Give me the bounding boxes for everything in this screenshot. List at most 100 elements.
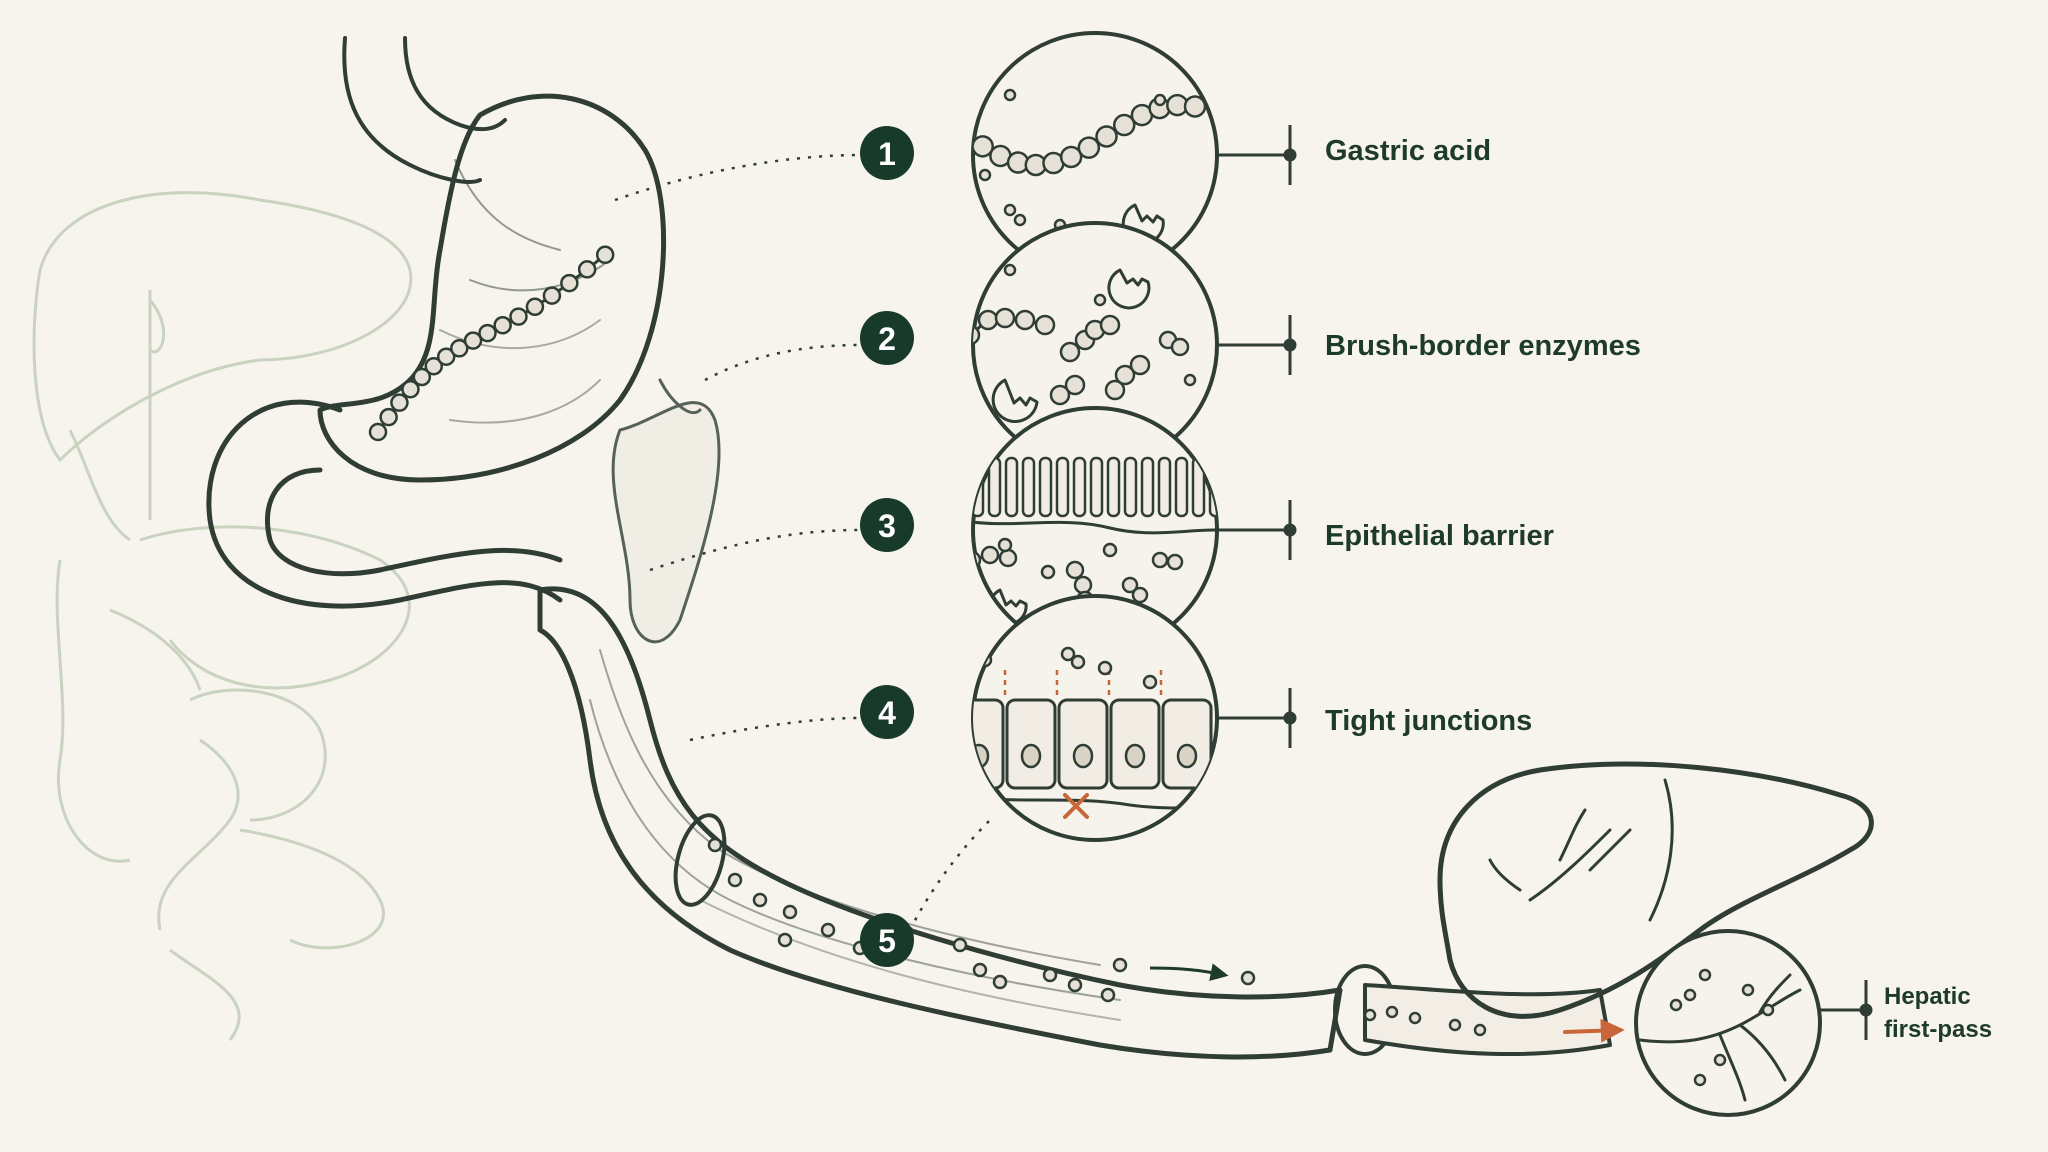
molecule-bead: [1170, 337, 1190, 357]
molecule-bead: [1093, 293, 1107, 307]
esophagus: [342, 36, 507, 184]
molecule-bead: [1059, 341, 1081, 363]
molecule-bead: [379, 407, 398, 427]
label-first-pass: first-pass: [1884, 1016, 1992, 1043]
molecule-bead: [1003, 88, 1017, 102]
molecule-bead: [727, 872, 743, 888]
molecule-bead: [1121, 576, 1139, 594]
zoom-circle-liver: [1634, 929, 1822, 1117]
molecule-bead: [782, 904, 798, 920]
molecule-bead: [525, 297, 545, 317]
molecule-bead: [1151, 551, 1169, 569]
molecule-bead: [1683, 988, 1697, 1002]
microvillus: [1004, 456, 1019, 518]
label-brush-border-enzymes: Brush-border enzymes: [1325, 330, 1641, 362]
molecule-bead: [1448, 1018, 1462, 1032]
molecule-bead: [1142, 674, 1158, 690]
zoom3-microvilli: [973, 456, 1238, 518]
molecule-bead: [577, 260, 597, 279]
lumen-particles: [707, 837, 1256, 1003]
zoom1-peptide-chain: [973, 93, 1207, 177]
molecule-bead: [1099, 314, 1121, 336]
molecule-bead: [978, 168, 992, 182]
svg-text:5: 5: [878, 923, 896, 959]
molecule-bead: [1713, 1053, 1727, 1067]
molecule-bead: [973, 123, 977, 147]
molecule-bead: [973, 135, 994, 158]
microvillus: [1157, 456, 1172, 518]
svg-text:3: 3: [878, 508, 896, 544]
step-labels: Gastric acid Brush-border enzymes Epithe…: [1325, 135, 1992, 1043]
zoom4-epithelial-cells: [973, 646, 1213, 790]
molecule-bead: [1761, 1003, 1775, 1017]
label-hepatic: Hepatic: [1884, 983, 1971, 1010]
molecule-bead: [560, 273, 579, 293]
molecule-bead: [1166, 553, 1184, 571]
microvillus: [1191, 456, 1206, 518]
badge-1: 1: [860, 126, 914, 180]
molecule-bead: [450, 339, 469, 358]
molecule-bead: [1060, 646, 1076, 662]
microvillus: [1106, 456, 1121, 518]
cell-nucleus: [1020, 743, 1042, 769]
badge-4: 4: [860, 685, 914, 739]
molecule-bead: [463, 331, 483, 350]
molecule-bead: [980, 545, 1000, 565]
stomach-peptide-chain: [368, 245, 615, 442]
blocked-x-icon: [1063, 793, 1089, 819]
label-epithelial-barrier: Epithelial barrier: [1325, 520, 1554, 552]
molecule-bead: [1669, 998, 1683, 1012]
molecule-bead: [1153, 93, 1167, 107]
molecule-bead: [1077, 136, 1101, 159]
microvillus: [1140, 456, 1155, 518]
cell-nucleus: [1072, 743, 1094, 769]
molecule-bead: [1102, 542, 1118, 558]
microvillus: [1089, 456, 1104, 518]
molecule-bead: [509, 307, 528, 326]
molecule-bead: [952, 937, 968, 953]
molecule-bead: [973, 324, 981, 346]
background-anatomy: [32, 191, 413, 1041]
pancreas: [611, 378, 721, 644]
molecule-bead: [1114, 364, 1136, 386]
molecule-bead: [1049, 384, 1071, 406]
molecule-bead: [955, 385, 965, 395]
molecule-bead: [1698, 968, 1712, 982]
portal-vein: [1363, 983, 1625, 1057]
molecule-bead: [1183, 95, 1207, 118]
molecule-bead: [1003, 203, 1017, 217]
molecule-bead: [1129, 354, 1151, 376]
molecule-bead: [1131, 586, 1149, 604]
molecule-bead: [1064, 374, 1086, 396]
molecule-bead: [1095, 125, 1118, 148]
badge-2: 2: [860, 311, 914, 365]
zoom-circle-4: [971, 594, 1219, 842]
molecule-bead: [412, 367, 432, 387]
molecule-bead: [390, 393, 409, 412]
molecule-bead: [1065, 560, 1085, 580]
molecule-bead: [1003, 263, 1017, 277]
molecule-bead: [1240, 970, 1256, 986]
molecule-bead: [707, 837, 723, 853]
molecule-bead: [478, 323, 497, 343]
stomach: [317, 93, 667, 483]
vein-particles: [1363, 1005, 1487, 1037]
label-gastric-acid: Gastric acid: [1325, 135, 1491, 167]
zoom2-peptide-fragments: [973, 307, 1190, 406]
molecule-bead: [401, 379, 420, 399]
molecule-bead: [994, 307, 1016, 329]
molecule-bead: [368, 422, 388, 442]
microvillus: [1072, 456, 1087, 518]
microvillus: [1227, 458, 1238, 516]
molecule-bead: [977, 309, 999, 331]
molecule-bead: [992, 974, 1008, 990]
molecule-bead: [1073, 575, 1093, 595]
molecule-bead: [1183, 373, 1197, 387]
molecule-bead: [998, 548, 1018, 568]
molecule-bead: [1112, 957, 1128, 973]
molecule-bead: [1070, 654, 1086, 670]
molecule-bead: [1693, 1073, 1707, 1087]
svg-text:2: 2: [878, 321, 896, 357]
label-tight-junctions: Tight junctions: [1325, 705, 1532, 737]
